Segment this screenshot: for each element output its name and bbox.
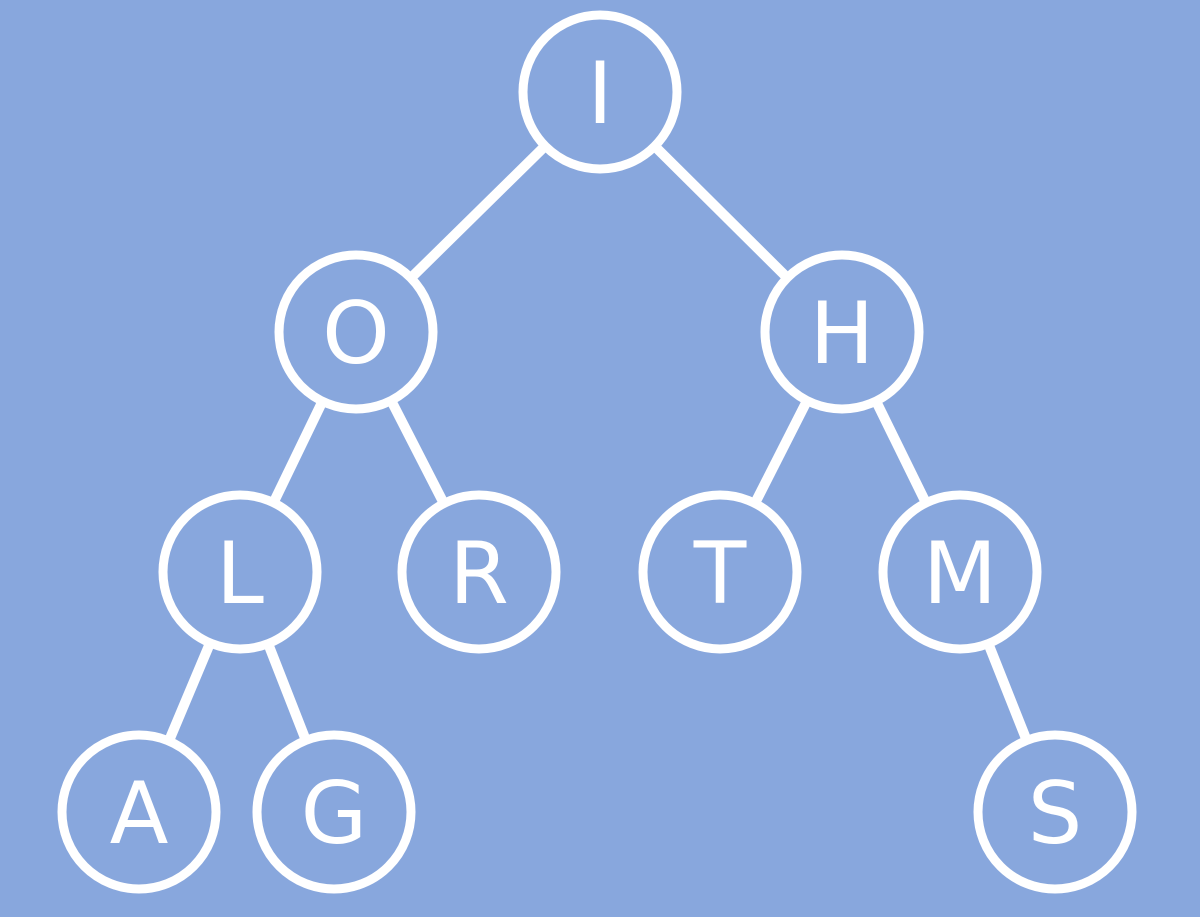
node-circle [878,490,1042,654]
tree-node-a: A [57,730,221,894]
node-label: T [693,524,747,624]
tree-edges [164,142,1032,743]
node-label: G [301,764,368,864]
node-label: O [322,284,390,384]
node-circle [57,730,221,894]
node-circle [252,730,416,894]
edge-o-l [268,399,328,505]
edge-h-t [750,398,812,506]
node-label: R [449,524,509,624]
node-circle [158,490,322,654]
edge-i-o [407,142,549,282]
node-label: H [810,284,875,384]
tree-node-m: M [878,490,1042,654]
node-circle [397,490,561,654]
edge-m-s [983,641,1032,743]
tree-node-h: H [760,250,924,414]
node-label: I [587,44,612,144]
edge-l-a [164,641,215,743]
node-label: S [1028,764,1083,864]
node-circle [518,10,682,174]
tree-node-o: O [274,250,438,414]
node-label: M [923,524,997,624]
tree-node-g: G [252,730,416,894]
node-circle [973,730,1137,894]
node-label: A [110,764,169,864]
edge-i-h [651,142,791,282]
tree-node-t: T [638,490,802,654]
tree-node-l: L [158,490,322,654]
node-circle [274,250,438,414]
node-circle [760,250,924,414]
tree-nodes: I O H L R T M A G S [57,10,1137,894]
edge-l-g [263,641,311,743]
tree-node-i: I [518,10,682,174]
node-circle [638,490,802,654]
edge-h-m [871,398,931,506]
node-label: L [216,524,264,624]
tree-node-r: R [397,490,561,654]
edge-o-r [386,398,449,506]
tree-node-s: S [973,730,1137,894]
